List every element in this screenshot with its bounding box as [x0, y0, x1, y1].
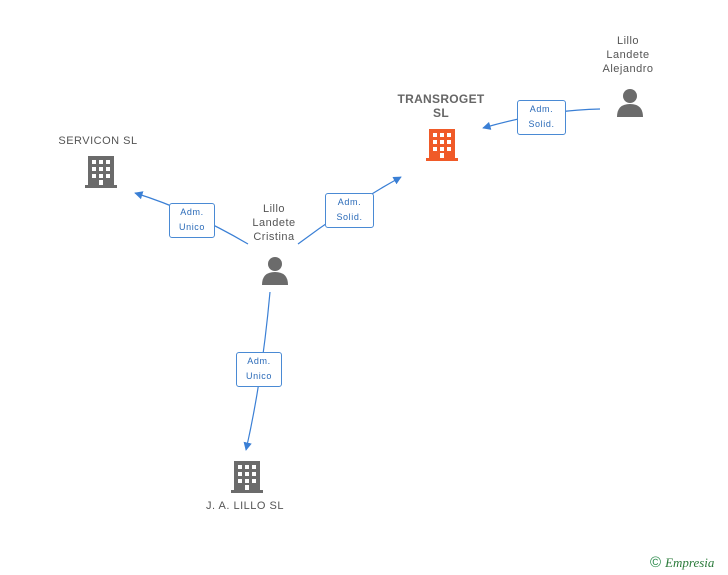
relation-badge-cristina-transroget[interactable]: Adm. Solid. — [325, 193, 374, 228]
relation-badge-line1: Adm. — [180, 207, 204, 217]
node-label-transroget-line1: TRANSROGET — [397, 92, 485, 106]
person-icon-cristina[interactable] — [260, 255, 290, 287]
relation-badge-line1: Adm. — [247, 356, 271, 366]
node-label-jalillo[interactable]: J. A. LILLO SL — [206, 500, 284, 512]
node-label-cristina[interactable]: Lillo Landete Cristina — [236, 202, 312, 244]
relation-badge-line2: Unico — [178, 222, 205, 232]
footer-branding: © Empresia — [650, 554, 714, 571]
relation-badge-line2: Solid. — [336, 212, 363, 222]
relation-badge-cristina-servicon[interactable]: Adm. Unico — [169, 203, 215, 238]
copyright-symbol: © — [650, 554, 662, 571]
relation-badge-alejandro-transroget[interactable]: Adm. Solid. — [517, 100, 566, 135]
empresia-logo[interactable]: Empresia — [665, 554, 715, 570]
relation-badge-line1: Adm. — [337, 197, 362, 207]
relation-badge-line2: Unico — [245, 371, 272, 381]
node-label-alejandro[interactable]: Lillo Landete Alejandro — [590, 34, 666, 76]
relation-badge-cristina-jalillo[interactable]: Adm. Unico — [236, 352, 282, 387]
node-label-cristina-line2: Landete — [252, 217, 296, 229]
person-icon-alejandro[interactable] — [615, 87, 645, 119]
node-label-transroget-line2: SL — [433, 106, 449, 120]
node-label-servicon[interactable]: SERVICON SL — [58, 135, 138, 147]
building-icon-jalillo[interactable] — [230, 459, 264, 495]
building-icon-transroget[interactable] — [425, 127, 459, 163]
relation-badge-line2: Solid. — [528, 119, 555, 129]
node-label-cristina-line3: Cristina — [253, 231, 295, 243]
node-label-transroget[interactable]: TRANSROGET SL — [395, 92, 487, 120]
node-label-alejandro-line3: Alejandro — [602, 63, 654, 75]
building-icon-servicon[interactable] — [84, 154, 118, 190]
relation-badge-line1: Adm. — [529, 104, 554, 114]
node-label-alejandro-line1: Lillo — [616, 35, 640, 47]
node-label-alejandro-line2: Landete — [606, 49, 650, 61]
node-label-cristina-line1: Lillo — [262, 203, 286, 215]
